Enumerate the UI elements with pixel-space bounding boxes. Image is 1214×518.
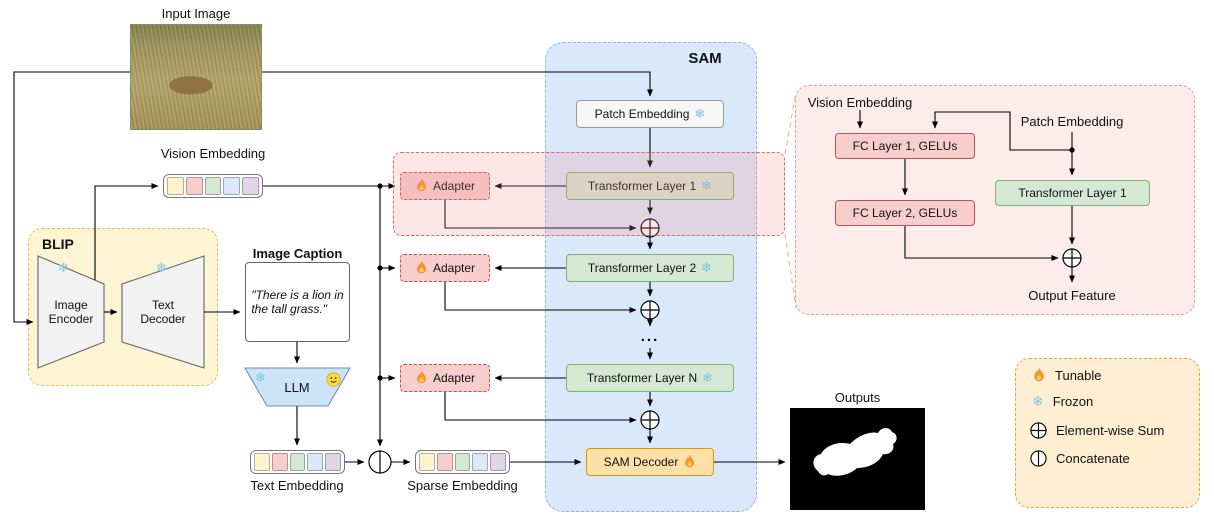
token-cell bbox=[254, 453, 270, 471]
transformer-layer-n-box: Transformer Layer N ❄ bbox=[566, 364, 734, 392]
legend-tunable-label: Tunable bbox=[1055, 368, 1102, 383]
adapter-1-box: Adapter bbox=[400, 172, 490, 200]
output-mask bbox=[790, 408, 925, 510]
token-cell bbox=[223, 177, 241, 195]
token-cell bbox=[436, 453, 453, 471]
fc-layer-2-box: FC Layer 2, GELUs bbox=[835, 200, 975, 226]
ellipsis: ... bbox=[640, 328, 660, 345]
outputs-label: Outputs bbox=[834, 390, 881, 405]
token-cell bbox=[454, 453, 471, 471]
segmentation-silhouette bbox=[813, 427, 897, 476]
legend-frozen-label: Frozon bbox=[1052, 394, 1094, 409]
sparse-embedding-tokens bbox=[415, 450, 510, 474]
transformer-layer-1-label: Transformer Layer 1 bbox=[587, 179, 697, 193]
vision-embedding-tokens bbox=[163, 174, 263, 198]
transformer-layer-2-box: Transformer Layer 2 ❄ bbox=[566, 254, 734, 282]
transformer-layer-n-label: Transformer Layer N bbox=[586, 371, 698, 385]
detail-vision-embedding-label: Vision Embedding bbox=[807, 95, 913, 110]
legend-item-tunable: Tunable bbox=[1032, 368, 1102, 383]
legend-item-concat: Concatenate bbox=[1030, 450, 1130, 467]
adapter-label: Adapter bbox=[432, 371, 476, 385]
adapter-3-box: Adapter bbox=[400, 364, 490, 392]
text-embedding-tokens bbox=[250, 450, 345, 474]
snowflake-icon: ❄ bbox=[156, 261, 167, 276]
flame-icon bbox=[1034, 368, 1044, 382]
sam-decoder-label: SAM Decoder bbox=[603, 455, 679, 469]
sparse-embedding-label: Sparse Embedding bbox=[407, 478, 518, 493]
token-cell bbox=[289, 453, 306, 471]
flame-icon bbox=[417, 371, 426, 384]
snowflake-icon: ❄ bbox=[255, 371, 266, 386]
image-caption-box: "There is a lion in the tall grass." bbox=[245, 262, 350, 342]
snowflake-icon: ❄ bbox=[701, 260, 713, 276]
token-cell bbox=[490, 453, 506, 471]
fc-layer-1-box: FC Layer 1, GELUs bbox=[835, 133, 975, 159]
transformer-layer-2-label: Transformer Layer 2 bbox=[587, 261, 697, 275]
vision-embedding-label: Vision Embedding bbox=[160, 146, 266, 161]
adapter-label: Adapter bbox=[432, 261, 476, 275]
transformer-layer-1-box: Transformer Layer 1 ❄ bbox=[566, 172, 734, 200]
input-image-photo bbox=[130, 24, 262, 130]
image-encoder-label: Image Encoder bbox=[48, 298, 94, 327]
token-cell bbox=[271, 453, 288, 471]
token-cell bbox=[204, 177, 222, 195]
snowflake-icon: ❄ bbox=[58, 261, 69, 276]
blip-title: BLIP bbox=[42, 236, 74, 252]
fc-layer-1-label: FC Layer 1, GELUs bbox=[852, 139, 958, 153]
token-cell bbox=[167, 177, 184, 195]
elementwise-sum-icon bbox=[1030, 422, 1047, 439]
token-cell bbox=[185, 177, 203, 195]
text-decoder-label: Text Decoder bbox=[140, 298, 186, 327]
fc-layer-2-label: FC Layer 2, GELUs bbox=[852, 206, 958, 220]
concat-node bbox=[368, 450, 392, 474]
token-cell bbox=[472, 453, 489, 471]
input-image-label: Input Image bbox=[161, 6, 231, 21]
adapter-2-box: Adapter bbox=[400, 254, 490, 282]
token-cell bbox=[242, 177, 259, 195]
legend-item-frozen: ❄ Frozon bbox=[1032, 394, 1093, 409]
snowflake-icon: ❄ bbox=[702, 370, 714, 386]
legend-concat-label: Concatenate bbox=[1056, 451, 1130, 466]
token-cell bbox=[325, 453, 341, 471]
sam-title: SAM bbox=[688, 50, 722, 67]
text-embedding-label: Text Embedding bbox=[250, 478, 344, 493]
legend-sum-label: Element-wise Sum bbox=[1056, 423, 1165, 438]
adapter-label: Adapter bbox=[432, 179, 476, 193]
detail-transformer-layer-1-box: Transformer Layer 1 bbox=[995, 180, 1150, 206]
snowflake-icon: ❄ bbox=[1032, 393, 1044, 410]
patch-embedding-label: Patch Embedding bbox=[594, 107, 690, 121]
smiley-icon bbox=[326, 372, 341, 387]
legend-item-sum: Element-wise Sum bbox=[1030, 422, 1164, 439]
sam-decoder-box: SAM Decoder bbox=[586, 448, 714, 476]
flame-icon bbox=[417, 261, 426, 274]
token-cell bbox=[307, 453, 324, 471]
flame-icon bbox=[685, 455, 695, 468]
detail-patch-embedding-label: Patch Embedding bbox=[1020, 114, 1124, 129]
image-caption-label: Image Caption bbox=[252, 246, 343, 261]
snowflake-icon: ❄ bbox=[701, 178, 713, 194]
concatenate-icon bbox=[1030, 450, 1047, 467]
patch-embedding-box: Patch Embedding ❄ bbox=[576, 100, 724, 128]
output-feature-label: Output Feature bbox=[1028, 288, 1116, 303]
token-cell bbox=[419, 453, 435, 471]
flame-icon bbox=[417, 179, 426, 192]
detail-transformer-layer-1-label: Transformer Layer 1 bbox=[1018, 186, 1127, 200]
llm-label: LLM bbox=[284, 380, 310, 395]
snowflake-icon: ❄ bbox=[694, 106, 706, 122]
